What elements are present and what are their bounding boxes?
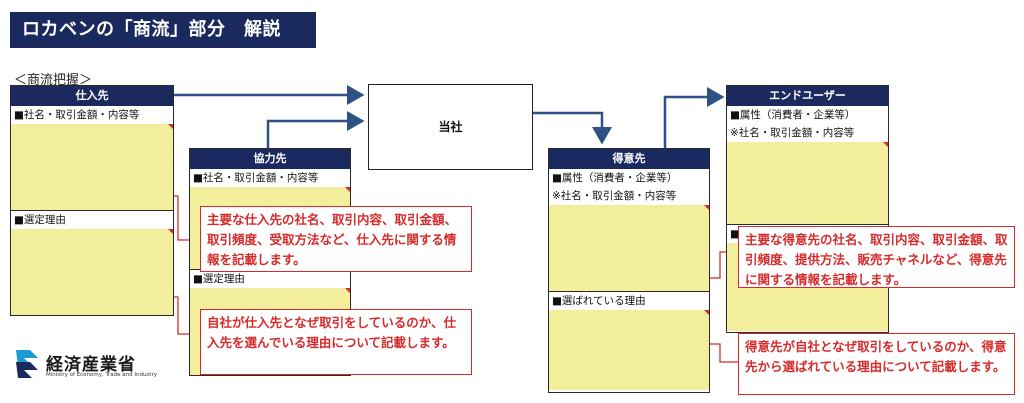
customer-card: 得意先 ■属性（消費者・企業等） ※社名・取引金額・内容等 ■選ばれている理由 [548, 148, 710, 393]
supplier-card-title: 仕入先 [11, 86, 173, 106]
supplier-card: 仕入先 ■社名・取引金額・内容等 ■選定理由 [10, 85, 174, 316]
end-user-attributes-line: ■属性（消費者・企業等） [730, 109, 856, 121]
company-box: 当社 [368, 84, 533, 170]
customer-attributes-label: ■属性（消費者・企業等） ※社名・取引金額・内容等 [549, 169, 709, 205]
arrow-partner-to-company [266, 111, 365, 148]
end-user-card-title: エンドユーザー [727, 86, 888, 106]
callout-customer-reason: 得意先が自社となぜ取引をしているのか、得意先から選ばれている理由について記載しま… [738, 333, 1015, 395]
partner-card-title: 協力先 [190, 149, 350, 169]
supplier-selection-reason-label: ■選定理由 [11, 210, 173, 229]
end-user-attributes-field[interactable] [727, 142, 888, 224]
arrow-customer-to-enduser [663, 87, 725, 148]
customer-chosen-reason-field[interactable] [549, 310, 709, 390]
arrow-company-to-customer [533, 111, 612, 145]
end-user-card: エンドユーザー ■属性（消費者・企業等） ※社名・取引金額・内容等 ■ [726, 85, 889, 333]
callout-customer-info: 主要な得意先の社名、取引内容、取引金額、取引頻度、提供方法、販売チャネルなど、得… [738, 226, 1015, 288]
end-user-company-info-line: ※社名・取引金額・内容等 [730, 127, 855, 139]
meti-logo-icon [16, 350, 38, 378]
customer-card-title: 得意先 [549, 149, 709, 169]
meti-logo-subtitle: Ministry of Economy, Trade and Industry [46, 372, 157, 378]
callout-supplier-reason: 自社が仕入先となぜ取引をしているのか、仕入先を選んでいる理由について記載します。 [200, 309, 472, 375]
section-subheading: ＜商流把握＞ [14, 73, 93, 88]
supplier-company-info-label: ■社名・取引金額・内容等 [11, 106, 173, 124]
end-user-attributes-label: ■属性（消費者・企業等） ※社名・取引金額・内容等 [727, 106, 888, 142]
customer-attributes-line: ■属性（消費者・企業等） [552, 172, 678, 184]
supplier-company-info-field[interactable] [11, 124, 173, 210]
supplier-selection-reason-field[interactable] [11, 229, 173, 315]
partner-company-info-label: ■社名・取引金額・内容等 [190, 169, 350, 187]
meti-logo-name: 経済産業省 [46, 355, 136, 375]
customer-attributes-field[interactable] [549, 205, 709, 291]
page-title: ロカベンの「商流」部分 解説 [10, 12, 316, 48]
callout-supplier-info: 主要な仕入先の社名、取引内容、取引金額、取引頻度、受取方法など、仕入先に関する情… [200, 206, 472, 272]
customer-chosen-reason-label: ■選ばれている理由 [549, 291, 709, 310]
customer-company-info-line: ※社名・取引金額・内容等 [552, 190, 677, 202]
